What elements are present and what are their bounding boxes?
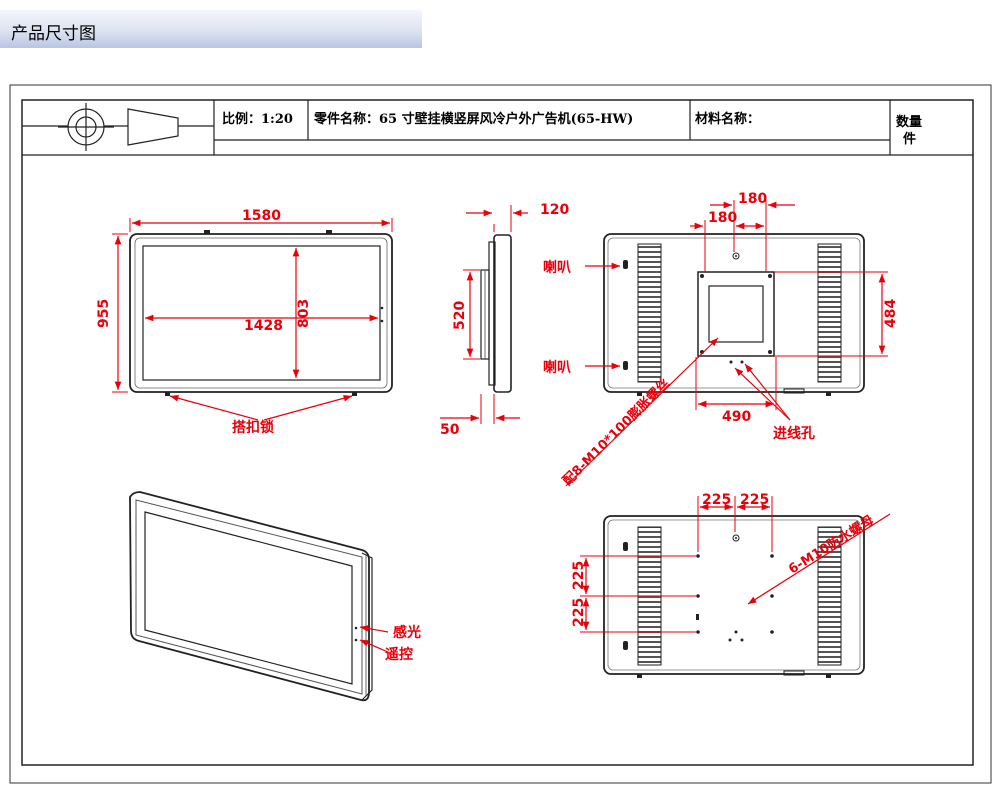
front-height-label: 955 (96, 299, 112, 328)
perspective-view (129, 491, 389, 702)
back2-left-dim-top: 225 (571, 561, 587, 590)
back2-left-dim-bottom: 225 (571, 598, 587, 627)
back2-top-dim-left: 225 (702, 492, 731, 508)
cable-hole-label: 进线孔 (773, 425, 815, 442)
side-bracket-height-label: 520 (452, 301, 468, 330)
back2-top-dim-right: 225 (740, 492, 769, 508)
sheet-inner-frame (21, 99, 974, 766)
front-width-label: 1580 (242, 208, 281, 224)
front-view (112, 218, 393, 421)
speaker-label-top: 喇叭 (543, 259, 571, 276)
side-bracket-depth-label: 50 (440, 422, 460, 438)
latch-label: 搭扣锁 (232, 419, 274, 436)
part-name-text: 零件名称：65 寸壁挂横竖屏风冷户外广告机(65-HW) (313, 111, 633, 127)
back-top-dim-inner: 180 (708, 210, 737, 226)
back-view (565, 200, 888, 487)
quantity-unit: 件 (903, 131, 916, 147)
front-inner-width-label: 1428 (244, 318, 283, 334)
page-header: 产品尺寸图 (0, 10, 422, 48)
scale-text: 比例：1:20 (222, 111, 293, 127)
back-top-dim-outer: 180 (738, 191, 767, 207)
sheet-outer-frame (9, 84, 992, 784)
quantity-label: 数量 (896, 114, 922, 130)
material-text: 材料名称： (695, 111, 760, 127)
light-sensor-label: 感光 (393, 624, 421, 641)
side-depth-label: 120 (540, 202, 569, 218)
page-title: 产品尺寸图 (11, 24, 96, 44)
back-bottom-dim: 490 (722, 409, 751, 425)
back-right-dim: 484 (883, 299, 899, 328)
front-inner-height-label: 803 (296, 299, 312, 328)
back-view-2 (580, 496, 891, 678)
title-block (22, 100, 973, 156)
speaker-label-bottom: 喇叭 (543, 359, 571, 376)
side-view (440, 205, 528, 424)
remote-label: 遥控 (385, 646, 413, 663)
projection-symbol (58, 103, 179, 151)
